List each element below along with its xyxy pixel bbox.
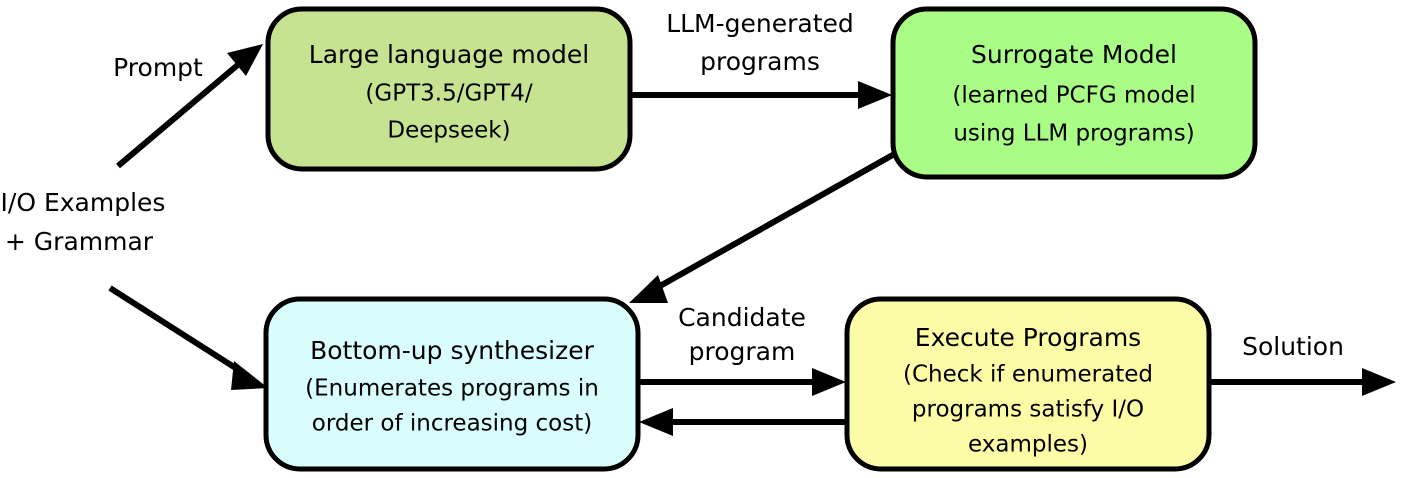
large-language-model-sub2: Deepseek): [387, 118, 510, 144]
edge-llm-programs-label-line2: programs: [700, 47, 820, 76]
edge-surr-arrowhead: [629, 275, 668, 303]
node-bottom-up-synthesizer[interactable]: Bottom-up synthesizer (Enumerates progra…: [263, 296, 641, 472]
node-surrogate-model[interactable]: Surrogate Model (learned PCFG model usin…: [890, 6, 1258, 180]
surrogate-model-title: Surrogate Model: [971, 40, 1177, 69]
surrogate-model-box[interactable]: [890, 6, 1258, 180]
bottom-up-synthesizer-title: Bottom-up synthesizer: [310, 336, 595, 365]
bottom-up-synthesizer-sub2: order of increasing cost): [312, 411, 592, 437]
edge-candidate-label-line1: Candidate: [678, 303, 806, 332]
execute-programs-sub1: (Check if enumerated: [903, 362, 1153, 388]
edge-prompt: [116, 44, 263, 169]
execute-programs-sub3: examples): [968, 432, 1088, 458]
execute-programs-sub2: programs satisfy I/O: [912, 397, 1144, 423]
large-language-model-box[interactable]: [265, 6, 633, 172]
node-large-language-model[interactable]: Large language model (GPT3.5/GPT4/ Deeps…: [265, 6, 633, 172]
edge-candidate-program: [639, 368, 846, 396]
execute-programs-box[interactable]: [844, 296, 1212, 472]
edge-io-arrowhead: [231, 361, 268, 390]
edge-io-label-line2: + Grammar: [5, 227, 154, 256]
edge-solution-label: Solution: [1242, 332, 1344, 361]
edge-io-line: [108, 285, 247, 377]
edge-solution: [1208, 368, 1396, 396]
edge-llm-programs-label-line1: LLM-generated: [666, 9, 854, 38]
edge-candidate-arrowhead: [812, 368, 846, 396]
edge-prompt-line: [116, 60, 242, 169]
edge-execute-feedback: [639, 408, 846, 436]
bottom-up-synthesizer-sub1: (Enumerates programs in: [305, 376, 599, 402]
node-execute-programs[interactable]: Execute Programs (Check if enumerated pr…: [844, 296, 1212, 472]
surrogate-model-sub1: (learned PCFG model: [952, 83, 1195, 109]
edge-io-examples-grammar: [108, 285, 268, 390]
large-language-model-sub1: (GPT3.5/GPT4/: [365, 81, 532, 107]
edge-io-label-line1: I/O Examples: [1, 188, 166, 217]
edge-candidate-label-line2: program: [689, 337, 796, 366]
edge-surr-line: [658, 149, 900, 289]
edge-surrogate-to-synthesizer: [629, 149, 900, 303]
edge-prompt-label: Prompt: [113, 53, 203, 82]
edge-llmprog-arrowhead: [858, 81, 892, 109]
edge-prompt-arrowhead: [227, 44, 263, 76]
edge-feedback-arrowhead: [639, 408, 673, 436]
surrogate-model-sub2: using LLM programs): [953, 121, 1194, 147]
execute-programs-title: Execute Programs: [915, 323, 1141, 352]
edge-llm-generated-programs: [632, 81, 892, 109]
large-language-model-title: Large language model: [309, 40, 589, 69]
edge-solution-arrowhead: [1362, 368, 1396, 396]
bottom-up-synthesizer-box[interactable]: [263, 296, 641, 472]
